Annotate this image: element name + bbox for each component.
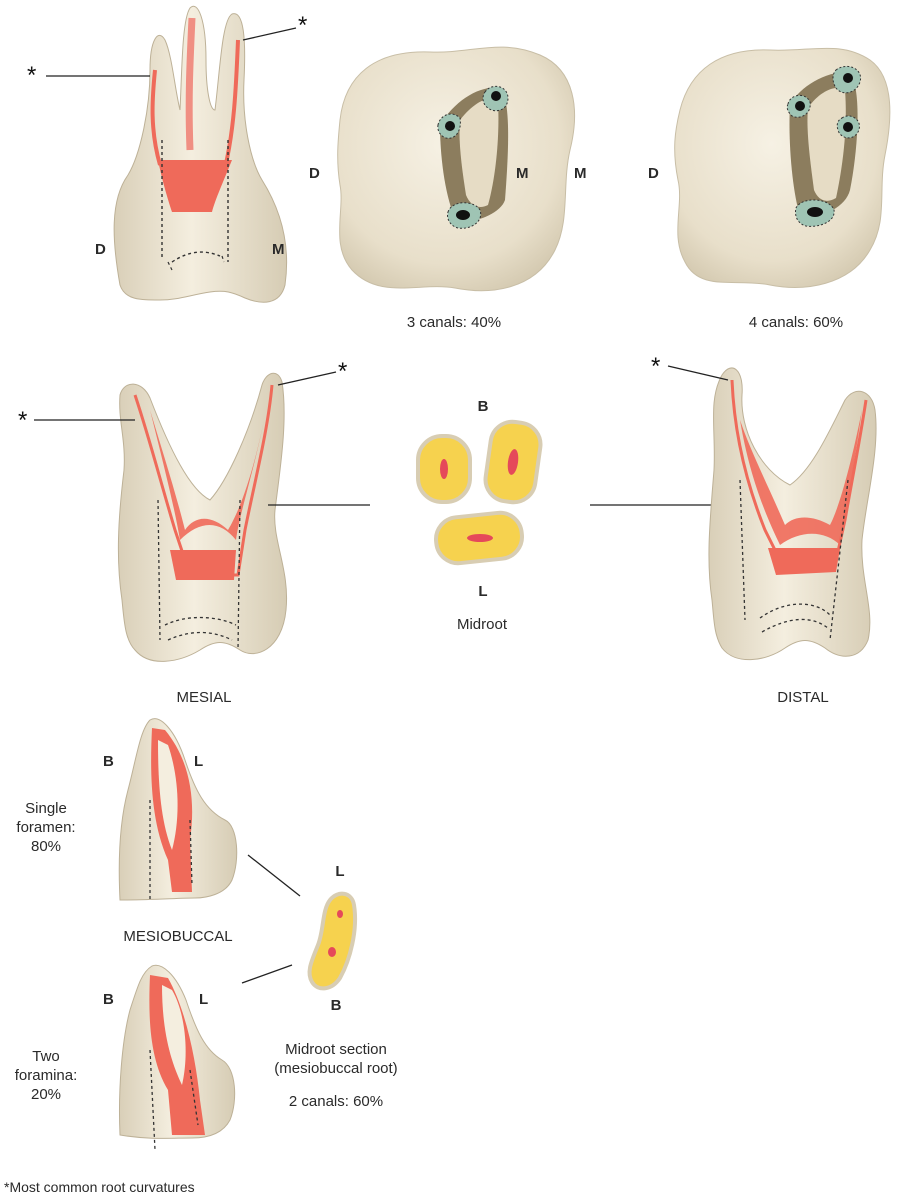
mesial-caption: MESIAL [176,689,232,706]
curvature-star-buccal-left: * [27,62,37,89]
mb-section-caption-line3: 2 canals: 60% [288,1093,384,1110]
midroot-caption: Midroot [456,616,508,633]
two-foramina-line1: Two [32,1048,60,1065]
occlusal3-label-left: D [309,165,320,182]
mesiobuccal-single-foramen-tooth [118,718,301,901]
buccal-view-label-right: M [272,241,285,258]
single-foramen-line3: 80% [30,838,62,855]
two-foramina-label-b: B [103,991,114,1008]
footnote: *Most common root curvatures [4,1179,195,1195]
mb-section-caption-line1: Midroot section [285,1041,387,1058]
occlusal3-caption: 3 canals: 40% [406,314,502,331]
occlusal-view-4-canals [674,47,891,288]
curvature-star-mesial-left: * [18,407,28,434]
distal-caption: DISTAL [777,689,829,706]
single-foramen-label-l: L [194,753,204,770]
mesiobuccal-midroot-section [241,891,357,991]
curvature-star-mesial-right: * [338,358,348,385]
mesial-view-tooth [34,371,370,662]
occlusal4-label-right: D [648,165,659,182]
buccal-view-label-left: D [95,241,106,258]
two-foramina-line2: foramina: [14,1067,78,1084]
occlusal3-label-right: M [516,165,529,182]
two-foramina-description: Two foramina: 20% [15,1047,78,1104]
midroot-cross-section [416,419,725,566]
mesiobuccal-title: MESIOBUCCAL [123,928,233,945]
curvature-star-distal: * [651,353,661,380]
single-foramen-line2: foramen: [16,819,76,836]
mb-section-label-bottom: B [330,997,342,1014]
occlusal-view-3-canals [337,46,576,292]
mb-section-caption: Midroot section (mesiobuccal root) 2 can… [274,1040,397,1111]
single-foramen-label-b: B [103,753,114,770]
mb-section-label-top: L [335,863,345,880]
occlusal4-label-left: M [574,165,587,182]
midroot-label-bottom: L [478,583,488,600]
two-foramina-label-l: L [199,991,209,1008]
midroot-label-top: B [477,398,489,415]
distal-view-tooth [667,365,877,661]
curvature-star-buccal-right: * [298,12,308,39]
occlusal4-caption: 4 canals: 60% [748,314,844,331]
mesiobuccal-two-foramina-tooth [118,964,236,1151]
single-foramen-description: Single foramen: 80% [16,799,75,856]
single-foramen-line1: Single [25,800,67,817]
buccal-view-tooth [46,5,297,303]
two-foramina-line3: 20% [30,1086,62,1103]
mb-section-caption-line2: (mesiobuccal root) [274,1060,398,1077]
